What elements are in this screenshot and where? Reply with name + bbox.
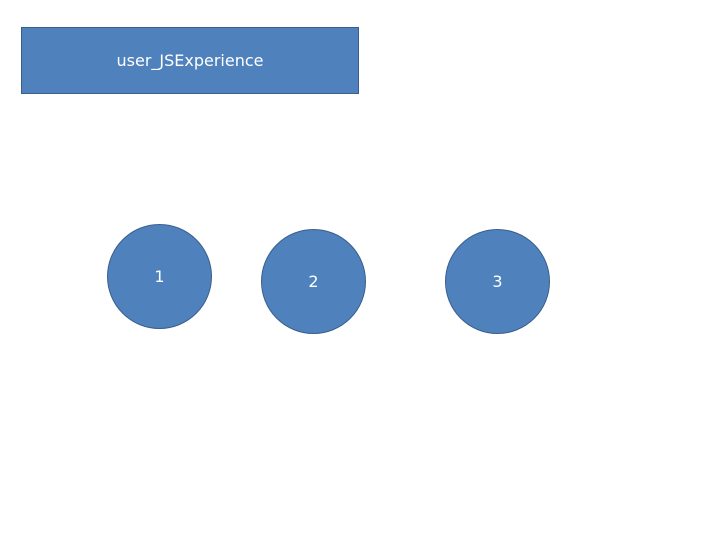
circle-node-label: 3 [492,272,503,291]
circle-node-1: 1 [107,224,212,329]
circle-node-2: 2 [261,229,366,334]
circle-node-label: 2 [308,272,319,291]
title-box-label: user_JSExperience [116,51,264,70]
circle-node-3: 3 [445,229,550,334]
circle-node-label: 1 [154,267,165,286]
title-box: user_JSExperience [21,27,359,94]
